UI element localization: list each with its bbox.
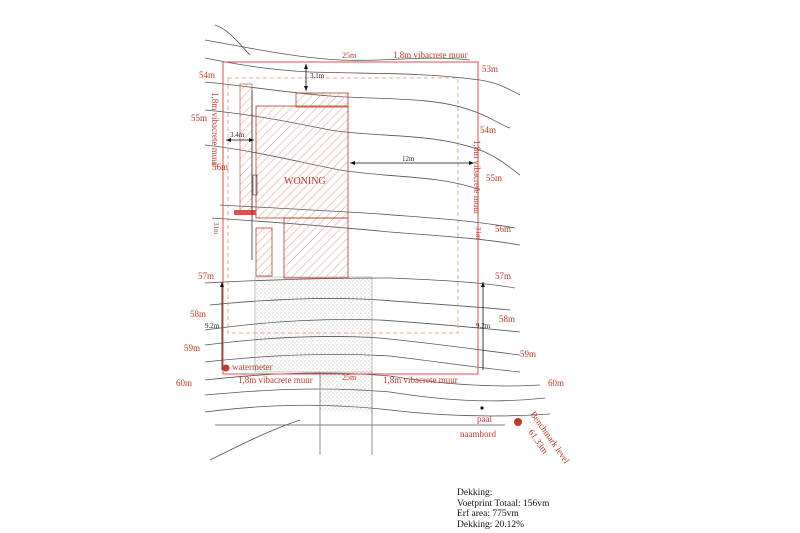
bottom-wall-right-label: 1,8m vibacrete muur (383, 375, 458, 385)
svg-text:59m: 59m (184, 343, 200, 353)
driveway (254, 276, 373, 455)
svg-text:58m: 58m (190, 309, 206, 319)
house: WONING (234, 83, 349, 279)
svg-text:58m: 58m (499, 314, 515, 324)
naambord-label: naambord (460, 429, 496, 439)
watermeter-marker (222, 364, 230, 372)
svg-text:56m: 56m (495, 224, 511, 234)
left-lower-dim: 9.2m (205, 322, 220, 330)
top-setback-dim: 3.1m (310, 72, 325, 80)
summary-heading: Dekking: (457, 488, 493, 498)
house-to-boundary-dim: 12m (402, 155, 415, 163)
coverage-summary: Dekking: Voetprint Totaal: 156vm Erf are… (457, 488, 549, 530)
svg-text:59m: 59m (520, 349, 536, 359)
svg-text:60m: 60m (176, 378, 192, 388)
left-length-label: 31m (212, 222, 220, 235)
paal-marker (480, 406, 484, 410)
contour-labels: 54m 53m 55m 54m 56m 55m 56m 57m 57m 58m … (176, 64, 564, 388)
right-length-label: 31m (474, 227, 482, 240)
summary-footprint: Voetprint Totaal: 156vm (457, 498, 550, 509)
right-wall-label: 1,8m vibacrete muur (472, 140, 482, 215)
right-lower-dim: 9.2m (476, 322, 491, 330)
watermeter-label: watermeter (232, 362, 272, 372)
svg-text:57m: 57m (198, 271, 214, 281)
left-wall-label: 1,8m vibacrete muur (210, 92, 220, 167)
house-label: WONING (284, 176, 326, 187)
benchmark-marker (514, 418, 522, 426)
svg-text:56m: 56m (212, 162, 228, 172)
left-setback-dim: 3.4m (230, 131, 245, 139)
summary-erf-area: Erf area: 775vm (457, 509, 519, 519)
svg-text:57m: 57m (495, 271, 511, 281)
svg-text:54m: 54m (199, 70, 215, 80)
bottom-length-label: 25m (342, 373, 357, 382)
top-wall-label: 1,8m vibacrete muur (393, 50, 468, 60)
boundary-inner-dashed (227, 77, 459, 334)
summary-coverage: Dekking: 20.12% (457, 519, 525, 530)
svg-text:60m: 60m (548, 378, 564, 388)
svg-text:53m: 53m (482, 64, 498, 74)
bottom-wall-left-label: 1,8m vibacrete muur (238, 375, 313, 385)
dimension-lines (220, 64, 485, 370)
paal-label: paal (477, 414, 492, 424)
svg-text:55m: 55m (191, 113, 207, 123)
svg-text:54m: 54m (480, 125, 496, 135)
svg-text:55m: 55m (486, 173, 502, 183)
top-length-label: 25m (342, 51, 357, 60)
